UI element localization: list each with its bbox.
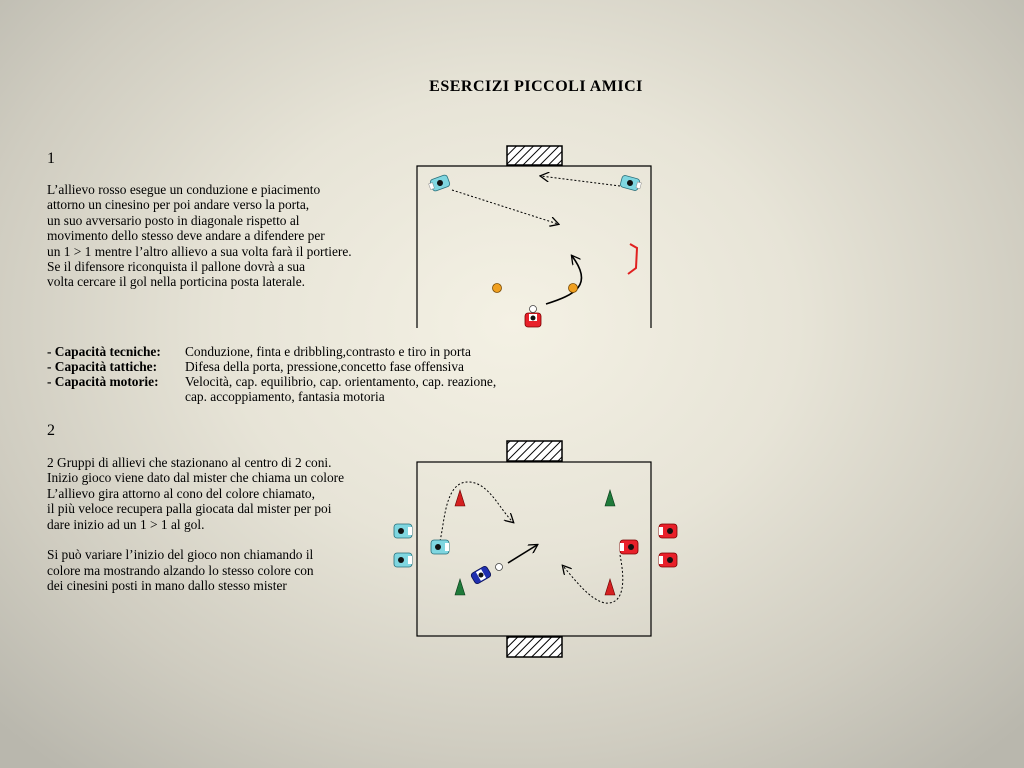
capacity-label: - Capacità motorie: [47,374,159,389]
exercise-1-line: volta cercare il gol nella porticina pos… [47,274,306,290]
diagram-2 [393,440,678,658]
capacity-technical: - Capacità tecniche: Conduzione, finta e… [47,344,471,359]
player-red-icon [619,539,639,555]
player-cyan-icon [620,175,642,191]
exercise-1-description: L’allievo rosso esegue un conduzione e p… [47,182,352,290]
run-arrow [545,256,583,305]
exercise-2-number: 2 [47,422,55,439]
cone-green-icon [454,577,466,596]
exercise-2-line: L’allievo gira attorno al cono del color… [47,485,315,501]
side-mini-goal [627,243,639,275]
page-title: ESERCIZI PICCOLI AMICI [429,78,643,95]
exercise-1-line: un 1 > 1 mentre l’altro allievo a sua vo… [47,243,352,259]
pass-arrow [507,545,537,564]
exercise-2-line: il più veloce recupera palla giocata dal… [47,501,332,517]
cone-green-icon [604,488,616,507]
capacity-value: Difesa della porta, pressione,concetto f… [185,359,464,374]
field-1 [416,165,652,328]
ball-icon [529,305,537,313]
exercise-1-line: attorno un cinesino per poi andare verso… [47,197,310,213]
diagram-1 [416,145,652,328]
goal-top-1 [506,145,563,166]
disc-cone-icon [492,283,502,293]
capacity-tactical: - Capacità tattiche: Difesa della porta,… [47,359,464,374]
exercise-1-line: L’allievo rosso esegue un conduzione e p… [47,182,321,197]
exercise-1-line: un suo avversario posto in diagonale ris… [47,212,300,228]
dotted-path [451,189,558,224]
dotted-path [439,481,513,542]
capacity-value: Conduzione, finta e dribbling,contrasto … [185,344,471,359]
exercise-2-description: 2 Gruppi di allievi che stazionano al ce… [47,455,344,594]
capacity-motor-continuation: cap. accoppiamento, fantasia motoria [185,389,385,404]
goal-bottom-2 [506,636,563,658]
capacity-motor: - Capacità motorie: Velocità, cap. equil… [47,374,496,389]
goal-top-2 [506,440,563,462]
ball-icon [495,563,503,571]
capacity-label: - Capacità tattiche: [47,359,158,374]
player-cyan-icon [430,539,450,555]
cone-red-icon [604,577,616,596]
exercise-2-line: dei cinesini posti in mano dallo stesso … [47,578,287,594]
exercise-1-line: Se il difensore riconquista il pallone d… [47,259,306,275]
player-cyan-icon [428,174,451,192]
capacity-value: Velocità, cap. equilibrio, cap. orientam… [185,374,497,389]
exercise-1-number: 1 [47,150,55,167]
exercise-2-line: colore ma mostrando alzando lo stesso co… [47,562,314,578]
player-cyan-icon [393,552,413,568]
exercise-2-line: Si può variare l’inizio del gioco non ch… [47,547,314,563]
capacity-label: - Capacità tecniche: [47,344,161,359]
cone-red-icon [454,488,466,507]
player-cyan-icon [393,523,413,539]
player-red-icon [524,312,542,328]
exercise-2-line: 2 Gruppi di allievi che stazionano al ce… [47,455,332,470]
dotted-path [541,176,621,187]
player-red-icon [658,523,678,539]
player-red-icon [658,552,678,568]
exercise-2-line: Inizio gioco viene dato dal mister che c… [47,470,345,486]
exercise-2-line: dare inizio ad un 1 > 1 al gol. [47,516,205,532]
coach-blue-icon [470,566,492,584]
field-2 [416,461,652,637]
exercise-1-line: movimento dello stesso deve andare a dif… [47,228,325,244]
dotted-path [563,554,624,604]
disc-cone-icon [568,283,578,293]
